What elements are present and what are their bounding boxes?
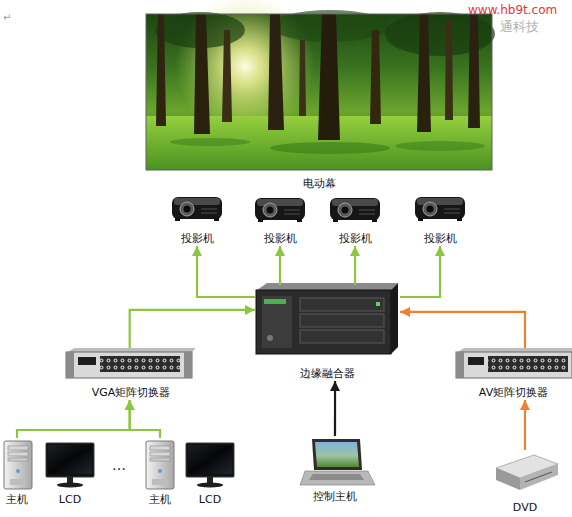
projector-illustrations xyxy=(172,197,465,222)
watermark: 通科技 xyxy=(500,18,539,36)
projection-screen: 电动幕 xyxy=(145,13,493,191)
device-label: VGA矩阵切换器 xyxy=(55,386,207,400)
host-computer: 主机 xyxy=(143,438,177,507)
projector: 投影机 xyxy=(415,196,465,246)
signal-arrow xyxy=(197,246,255,297)
signal-arrow xyxy=(130,400,160,438)
device-label: LCD xyxy=(175,493,245,507)
signal-arrow xyxy=(354,246,356,285)
host-computer: 主机 xyxy=(0,438,34,507)
dvd-illustration xyxy=(496,455,558,490)
device-label: 主机 xyxy=(0,493,44,507)
projector: 投影机 xyxy=(255,196,305,246)
signal-arrow xyxy=(524,400,526,450)
device-label: 主机 xyxy=(133,493,187,507)
device-label: LCD xyxy=(35,493,105,507)
signal-arrow xyxy=(17,400,130,438)
device-label: 控制主机 xyxy=(290,490,380,504)
laptop-illustration xyxy=(300,439,375,485)
projector: 投影机 xyxy=(172,196,222,246)
paragraph-mark: ↵ xyxy=(3,12,11,23)
edge-blender-illustration xyxy=(256,283,398,354)
device-label: 边缘融合器 xyxy=(245,367,410,381)
dvd-player: DVD xyxy=(495,450,555,515)
signal-arrow xyxy=(400,246,440,297)
device-label: 投影机 xyxy=(405,232,475,246)
signal-arrow xyxy=(334,381,336,436)
screen-illustration xyxy=(146,0,495,170)
av-matrix-illustration xyxy=(456,348,572,378)
vga-matrix-illustration xyxy=(66,348,196,378)
device-label: 电动幕 xyxy=(135,177,503,191)
watermark: www.hb9t.com xyxy=(468,3,557,17)
signal-arrow xyxy=(130,310,255,348)
ellipsis: … xyxy=(112,457,126,473)
edge-blender: 边缘融合器 xyxy=(255,285,400,381)
control-laptop: 控制主机 xyxy=(300,436,370,504)
matrix-switcher: VGA矩阵切换器 xyxy=(65,348,197,400)
device-label: 投影机 xyxy=(320,232,390,246)
host-illustrations xyxy=(4,441,234,489)
matrix-switcher: AV矩阵切换器 xyxy=(455,348,572,400)
projector: 投影机 xyxy=(330,196,380,246)
signal-arrow xyxy=(279,246,281,285)
signal-arrow xyxy=(400,312,525,348)
device-label: 投影机 xyxy=(245,232,315,246)
device-label: 投影机 xyxy=(162,232,232,246)
lcd-monitor: LCD xyxy=(185,438,235,507)
device-label: DVD xyxy=(485,501,565,515)
lcd-monitor: LCD xyxy=(45,438,95,507)
device-label: AV矩阵切换器 xyxy=(445,386,572,400)
